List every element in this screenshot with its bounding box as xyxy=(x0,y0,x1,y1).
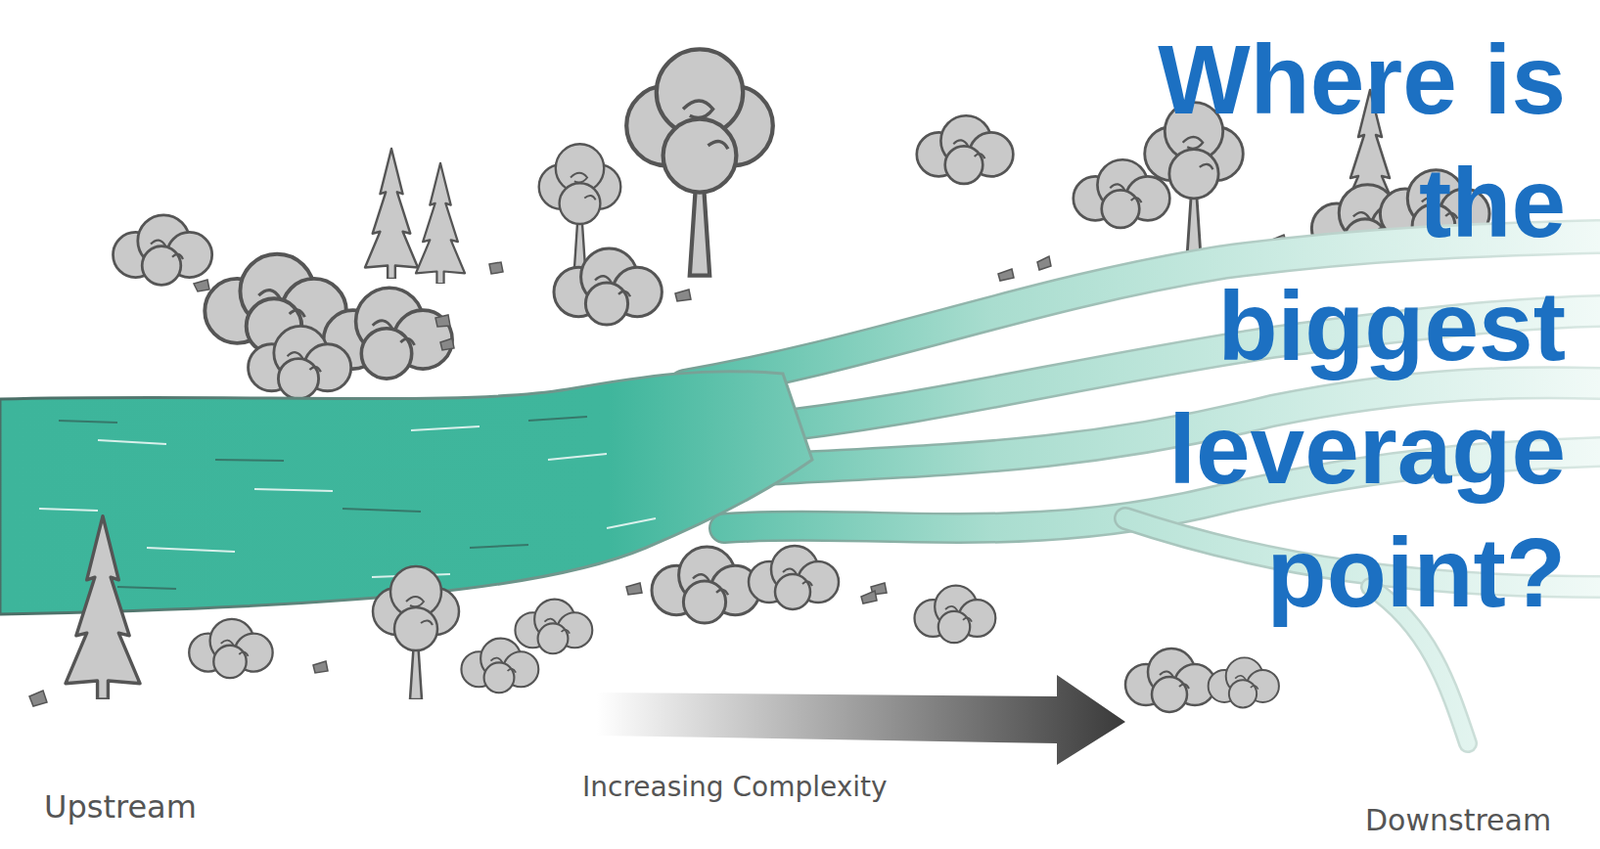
upstream-label: Upstream xyxy=(44,790,197,825)
title: Where is the biggest leverage point? xyxy=(1105,17,1566,635)
axis-label: Increasing Complexity xyxy=(582,773,888,804)
downstream-label: Downstream xyxy=(1365,804,1552,837)
